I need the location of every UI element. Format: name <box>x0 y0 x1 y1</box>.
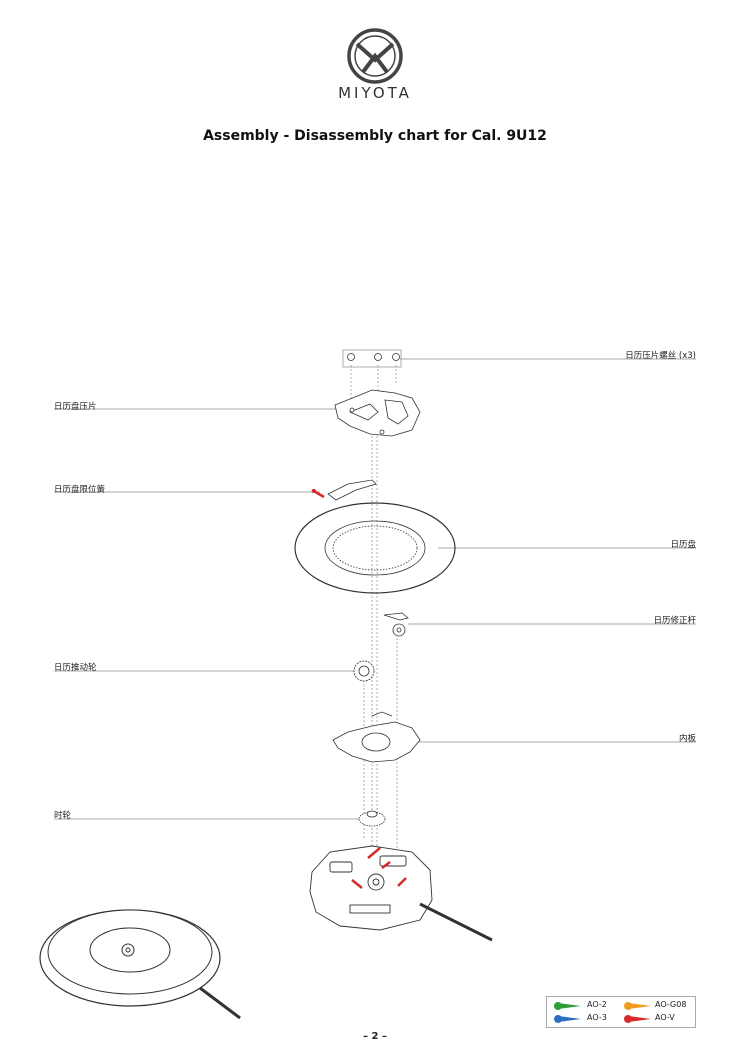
hour-wheel-part <box>358 810 386 827</box>
legend-label-aog08: AO-G08 <box>655 1000 687 1009</box>
oil-drop-icon-red <box>624 1015 651 1023</box>
legend-label-aov: AO-V <box>655 1013 675 1022</box>
label-inner-plate: 内板 <box>678 734 696 744</box>
inner-plate-part <box>332 711 421 763</box>
calendar-plate-part <box>334 389 421 437</box>
date-corrector-part <box>383 612 409 637</box>
label-calendar-plate-screws: 日历压片螺丝 (x3) <box>625 351 696 361</box>
oil-legend: AO-2 AO-G08 AO-3 AO-V <box>546 996 696 1028</box>
document-title: Assembly - Disassembly chart for Cal. 9U… <box>203 128 547 144</box>
miyota-logo-icon <box>347 28 403 84</box>
oil-points-movement <box>351 847 407 889</box>
oil-drop-icon-blue <box>554 1015 581 1023</box>
calendar-driving-wheel-part <box>353 660 375 682</box>
brand-name: MIYOTA <box>338 84 412 102</box>
label-calendar-driving-wheel: 日历推动轮 <box>54 663 97 673</box>
calendar-jumper-part <box>327 479 377 501</box>
legend-label-ao2: AO-2 <box>587 1000 607 1009</box>
screw-icon <box>392 353 400 361</box>
label-calendar-disc: 日历盘 <box>670 540 696 550</box>
label-hour-wheel: 时轮 <box>54 811 72 821</box>
overview-stem-part <box>199 986 241 1020</box>
oil-drop-icon-green <box>554 1002 581 1010</box>
screw-icon <box>374 353 382 361</box>
label-calendar-plate: 日历盘压片 <box>54 402 97 412</box>
assembled-overview-part <box>39 909 221 1007</box>
calendar-disc-part <box>294 502 456 594</box>
page-number: – 2 – <box>363 1031 387 1042</box>
label-date-corrector: 日历修正杆 <box>653 616 696 626</box>
oil-point-icon <box>312 489 316 493</box>
legend-label-ao3: AO-3 <box>587 1013 607 1022</box>
oil-drop-icon-orange <box>624 1002 651 1010</box>
label-calendar-jumper: 日历盘限位簧 <box>54 485 106 495</box>
stem-part <box>419 902 493 942</box>
screw-group-frame <box>342 349 402 368</box>
screw-icon <box>347 353 355 361</box>
movement-main-plate-part <box>309 845 433 931</box>
